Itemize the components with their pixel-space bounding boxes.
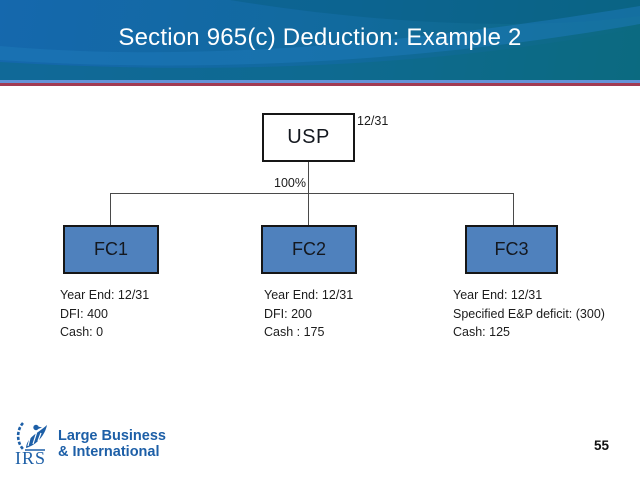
fc1-details: Year End: 12/31 DFI: 400 Cash: 0 — [60, 286, 149, 342]
logo-division-name: Large Business & International — [58, 428, 166, 460]
node-fc1-label: FC1 — [93, 239, 128, 259]
divider-stripe-blue — [0, 80, 640, 83]
node-fc2-label: FC2 — [291, 239, 326, 259]
slide-header: Section 965(c) Deduction: Example 2 — [0, 0, 640, 80]
fc2-dfi: DFI: 200 — [264, 306, 312, 321]
usp-year-end-label: 12/31 — [357, 114, 389, 128]
fc1-year-end: Year End: 12/31 — [60, 288, 150, 302]
logo-line2: & International — [58, 444, 160, 460]
irs-acronym: IRS — [15, 448, 47, 468]
node-fc1: FC1 — [63, 225, 159, 274]
fc3-year-end: Year End: 12/31 — [453, 288, 543, 302]
node-fc2: FC2 — [261, 225, 357, 274]
slide-title: Section 965(c) Deduction: Example 2 — [118, 24, 522, 51]
node-usp-label: USP — [287, 126, 330, 148]
header-wave-decoration — [0, 0, 640, 80]
fc1-cash: Cash: 0 — [60, 325, 104, 339]
fc3-cash: Cash: 125 — [453, 325, 510, 339]
connector-usp-down — [308, 162, 309, 193]
node-usp: USP — [262, 113, 355, 162]
logo-line1: Large Business — [58, 428, 166, 444]
fc3-details: Year End: 12/31 Specified E&P deficit: (… — [453, 286, 605, 342]
connector-fc2-drop — [308, 193, 309, 225]
node-fc3: FC3 — [465, 225, 558, 274]
fc3-ep-deficit: Specified E&P deficit: (300) — [453, 306, 605, 321]
fc2-year-end: Year End: 12/31 — [264, 288, 354, 302]
node-fc3-label: FC3 — [494, 239, 529, 259]
fc2-cash: Cash : 175 — [264, 325, 325, 339]
connector-fc1-drop — [110, 193, 111, 225]
connector-horizontal — [110, 193, 514, 194]
fc2-details: Year End: 12/31 DFI: 200 Cash : 175 — [264, 286, 353, 342]
connector-fc3-drop — [513, 193, 514, 225]
divider-stripe-red — [0, 83, 640, 86]
irs-eagle-icon — [16, 422, 47, 451]
ownership-percentage-label: 100% — [274, 176, 306, 190]
irs-logo: IRS Large Business & International — [14, 422, 204, 470]
fc1-dfi: DFI: 400 — [60, 306, 108, 321]
page-number: 55 — [594, 438, 610, 453]
